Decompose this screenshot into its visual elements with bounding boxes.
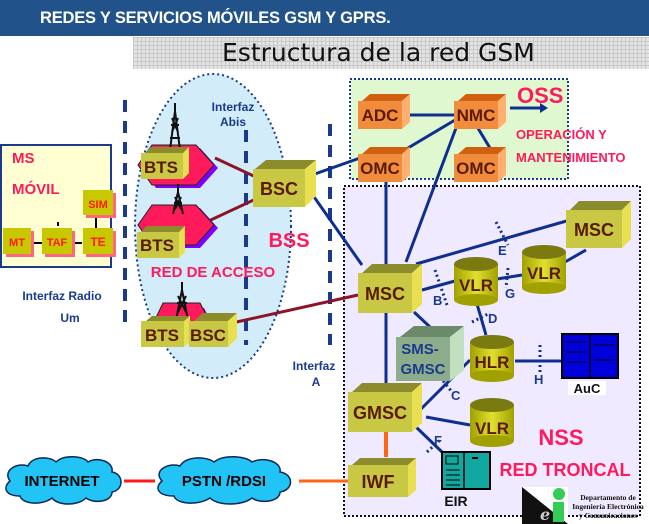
svg-text:BSC: BSC [260, 179, 298, 199]
core-network-label: RED TRONCAL [500, 460, 631, 480]
svg-text:H: H [534, 372, 543, 387]
bss-label: BSS [268, 230, 309, 252]
svg-text:PSTN /RDSI: PSTN /RDSI [182, 473, 266, 490]
ms-subtitle: MÓVIL [12, 180, 60, 198]
oss-omc-1: OMC [358, 147, 410, 182]
oss-omc-2: OMC [454, 147, 506, 182]
svg-text:VLR: VLR [475, 419, 509, 438]
svg-text:GMSC: GMSC [353, 403, 407, 423]
oss-nmc: NMC [454, 94, 506, 129]
radio-interface-label: Interfaz Radio [22, 289, 101, 303]
svg-text:G: G [505, 286, 515, 301]
access-network-label: RED DE ACCESO [151, 264, 276, 281]
ms-taf: TAF [42, 228, 75, 257]
logo-line-1: Departamento de [580, 493, 636, 502]
hlr: HLR [470, 335, 514, 382]
svg-text:MT: MT [9, 237, 25, 249]
radio-interface-sublabel: Um [60, 311, 79, 325]
svg-text:SIM: SIM [88, 199, 108, 211]
svg-text:GMSC: GMSC [401, 361, 446, 378]
oss-label: OSS [517, 83, 563, 108]
svg-text:VLR: VLR [527, 264, 561, 283]
gmsc: GMSC [348, 383, 422, 432]
internet-cloud: INTERNET [5, 456, 122, 505]
vlr-3: VLR [470, 398, 514, 447]
svg-text:D: D [488, 311, 497, 326]
ms-mt: MT [3, 228, 34, 257]
svg-text:TAF: TAF [47, 237, 68, 249]
svg-text:BTS: BTS [145, 326, 179, 345]
svg-text:IWF: IWF [362, 472, 395, 492]
course-title: REDES Y SERVICIOS MÓVILES GSM Y GPRS. [40, 9, 391, 27]
antenna-icon [175, 282, 189, 321]
svg-text:EIR: EIR [444, 493, 467, 509]
iwf: IWF [348, 458, 416, 497]
oss-desc-1: OPERACIÓN Y [516, 127, 607, 142]
svg-text:F: F [434, 433, 442, 448]
logo-line-2: Ingeniería Electrónica [572, 502, 644, 511]
svg-text:ADC: ADC [362, 106, 399, 125]
bsc-1: BSC [253, 160, 316, 207]
svg-text:NMC: NMC [457, 106, 496, 125]
abis-interface-sublabel: Abis [220, 115, 246, 129]
svg-text:E: E [498, 243, 507, 258]
ms-te: TE [83, 228, 116, 257]
antenna-icon [172, 184, 184, 215]
svg-text:OMC: OMC [360, 159, 400, 178]
svg-text:OMC: OMC [456, 159, 496, 178]
msc-1: MSC [358, 264, 422, 313]
bts-2: BTS [137, 184, 218, 258]
antenna-icon [169, 103, 181, 151]
a-interface-label: Interfaz [293, 359, 336, 373]
link-labels: B C D E F G H [433, 243, 543, 448]
pstn-cloud: PSTN /RDSI [157, 456, 292, 505]
vlr-1: VLR [454, 257, 498, 306]
svg-text:HLR: HLR [475, 353, 510, 372]
svg-text:C: C [451, 388, 461, 403]
abis-interface-label: Interfaz [212, 100, 255, 114]
bts-1: BTS [137, 103, 218, 188]
svg-text:B: B [433, 293, 442, 308]
nss-label: NSS [538, 425, 583, 450]
svg-text:BTS: BTS [144, 158, 178, 177]
ms-sim: SIM [83, 190, 116, 218]
department-logo: e Departamento de Ingeniería Electrónica… [522, 487, 644, 524]
logo-line-3: y Comunicaciones [579, 511, 637, 520]
logo-e-glyph: e [540, 505, 550, 524]
a-interface-sublabel: A [312, 375, 321, 389]
auc: AuC [561, 333, 619, 396]
svg-text:BSC: BSC [190, 326, 226, 345]
title-band [133, 37, 649, 69]
oss-desc-2: MANTENIMIENTO [516, 150, 626, 165]
eir: EIR [441, 451, 491, 509]
svg-text:VLR: VLR [459, 276, 493, 295]
slide-header: REDES Y SERVICIOS MÓVILES GSM Y GPRS. [0, 0, 649, 36]
slide-title: Estructura de la red GSM [222, 38, 535, 67]
oss-adc: ADC [358, 94, 410, 129]
vlr-2: VLR [522, 245, 566, 294]
svg-text:BTS: BTS [140, 236, 174, 255]
cloud-icon [157, 456, 292, 505]
bsc-2: BSC [189, 313, 237, 347]
svg-text:MSC: MSC [365, 284, 405, 304]
svg-text:SMS-: SMS- [401, 341, 439, 358]
ms-title: MS [12, 150, 35, 167]
svg-text:TE: TE [90, 235, 105, 249]
svg-text:INTERNET: INTERNET [25, 473, 100, 490]
msc-2: MSC [566, 201, 631, 248]
interface-marks [425, 221, 542, 454]
svg-text:AuC: AuC [574, 381, 601, 396]
cloud-icon [5, 456, 122, 505]
svg-text:MSC: MSC [574, 220, 614, 240]
sms-gmsc: SMS- GMSC [396, 326, 464, 381]
